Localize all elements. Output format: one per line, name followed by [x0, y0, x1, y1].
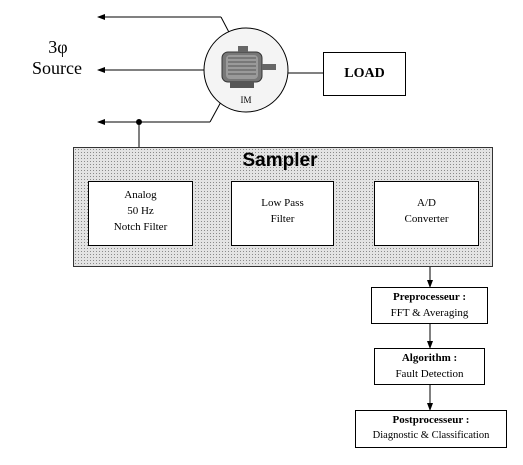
algorithm-box: Algorithm : Fault Detection [374, 348, 485, 385]
load-label: LOAD [344, 66, 385, 81]
postprocessor-title: Postprocesseur : [392, 414, 470, 426]
sampler-title: Sampler [242, 150, 318, 171]
adc-line-1: A/D [417, 197, 436, 209]
load-box: LOAD [323, 52, 406, 96]
algorithm-desc: Fault Detection [395, 368, 464, 380]
algorithm-title: Algorithm : [401, 352, 458, 364]
notch-filter-line-3: Notch Filter [113, 221, 168, 233]
preprocessor-desc: FFT & Averaging [390, 307, 469, 319]
motor-label: IM [240, 95, 252, 105]
adc-line-2: Converter [404, 213, 449, 225]
phase-line-3-link [209, 99, 223, 123]
preprocessor-title: Preprocesseur : [392, 291, 466, 303]
adc-box: A/D Converter [374, 181, 479, 246]
notch-filter-line-2: 50 Hz [127, 205, 154, 217]
postprocessor-box: Postprocesseur : Diagnostic & Classifica… [355, 410, 507, 448]
motor-icon [221, 46, 276, 88]
low-pass-line-1: Low Pass [261, 197, 304, 209]
notch-filter-box: Analog 50 Hz Notch Filter [88, 181, 193, 246]
low-pass-line-2: Filter [270, 213, 295, 225]
source-symbol: 3φ [48, 37, 68, 57]
low-pass-filter-box: Low Pass Filter [231, 181, 334, 246]
postprocessor-desc: Diagnostic & Classification [372, 430, 490, 441]
source-label: Source [32, 58, 82, 78]
preprocessor-box: Preprocesseur : FFT & Averaging [371, 287, 488, 324]
notch-filter-line-1: Analog [124, 189, 157, 201]
